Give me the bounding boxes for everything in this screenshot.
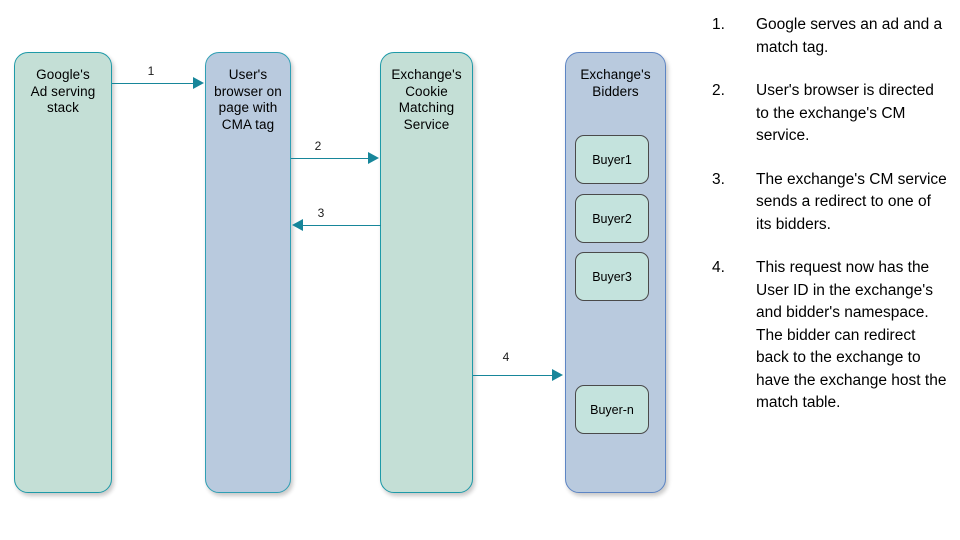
step-text: The exchange's CM service sends a redire… bbox=[756, 170, 947, 233]
buyer-node[interactable]: Buyer1 bbox=[575, 135, 649, 184]
node-exchange-cookie-matching-service[interactable]: Exchange's Cookie Matching Service bbox=[380, 52, 473, 493]
arrow-4-line bbox=[473, 375, 553, 376]
arrow-4-label: 4 bbox=[502, 350, 510, 364]
arrow-3-label: 3 bbox=[317, 206, 325, 220]
step-text: Google serves an ad and a match tag. bbox=[756, 16, 943, 56]
step-number: 4. bbox=[712, 259, 725, 276]
arrow-3-line bbox=[303, 225, 381, 226]
arrow-right-icon bbox=[193, 77, 204, 89]
node-label: Google's Ad serving stack bbox=[30, 67, 96, 115]
arrow-1-label: 1 bbox=[147, 64, 155, 78]
node-google-ad-serving-stack[interactable]: Google's Ad serving stack bbox=[14, 52, 112, 493]
steps-list: 1. Google serves an ad and a match tag. … bbox=[712, 14, 950, 436]
step-text: This request now has the User ID in the … bbox=[756, 259, 947, 411]
step-number: 2. bbox=[712, 82, 725, 99]
buyer-node[interactable]: Buyer-n bbox=[575, 385, 649, 434]
node-label: User's browser on page with CMA tag bbox=[214, 67, 282, 132]
arrow-1-line bbox=[112, 83, 194, 84]
step-item: 1. Google serves an ad and a match tag. bbox=[712, 14, 950, 59]
buyer-node[interactable]: Buyer2 bbox=[575, 194, 649, 243]
step-item: 2. User's browser is directed to the exc… bbox=[712, 80, 950, 148]
step-item: 4. This request now has the User ID in t… bbox=[712, 257, 950, 415]
arrow-left-icon bbox=[292, 219, 303, 231]
step-item: 3. The exchange's CM service sends a red… bbox=[712, 169, 950, 237]
arrow-2-label: 2 bbox=[314, 139, 322, 153]
step-number: 3. bbox=[712, 170, 725, 188]
node-label: Exchange's Cookie Matching Service bbox=[391, 67, 462, 132]
buyer-node[interactable]: Buyer3 bbox=[575, 252, 649, 301]
arrow-right-icon bbox=[552, 369, 563, 381]
step-number: 1. bbox=[712, 16, 725, 33]
arrow-right-icon bbox=[368, 152, 379, 164]
step-text: User's browser is directed to the exchan… bbox=[756, 82, 934, 144]
node-label: Exchange's Bidders bbox=[580, 67, 651, 99]
arrow-2-line bbox=[291, 158, 369, 159]
node-user-browser[interactable]: User's browser on page with CMA tag bbox=[205, 52, 291, 493]
